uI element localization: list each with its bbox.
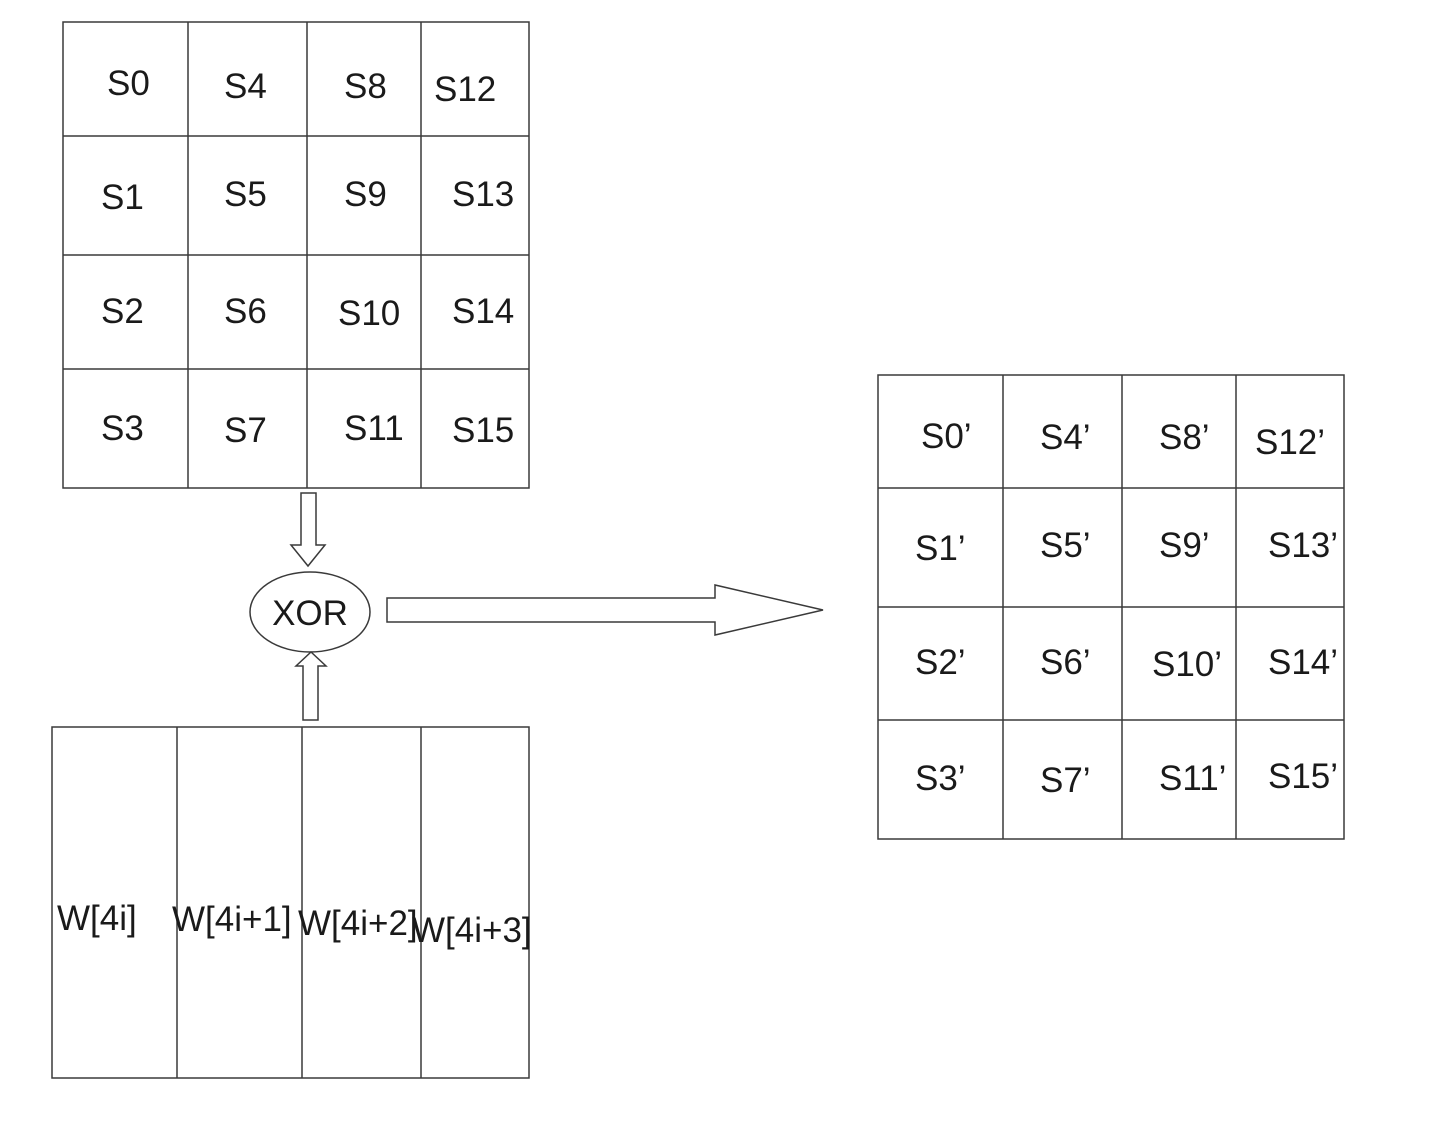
input-state-cell: S10 <box>338 294 400 333</box>
output-state-cell: S5’ <box>1040 526 1091 565</box>
input-state-cell: S6 <box>224 292 267 331</box>
output-state-cell: S14’ <box>1268 643 1338 682</box>
round-key-border <box>51 726 530 1079</box>
up-arrow-icon <box>294 650 328 721</box>
output-state-cell: S4’ <box>1040 418 1091 457</box>
output-state-cell: S15’ <box>1268 757 1338 796</box>
input-state-cell: S1 <box>101 178 144 217</box>
input-state-cell: S15 <box>452 411 514 450</box>
input-state-cell: S14 <box>452 292 514 331</box>
input-state-cell: S0 <box>107 64 150 103</box>
round-key-words: W[4i] W[4i+1] W[4i+2] W[4i+3] <box>51 726 532 1079</box>
down-arrow-icon <box>289 492 327 568</box>
input-state-cell: S7 <box>224 411 267 450</box>
round-key-word: W[4i] <box>57 899 137 938</box>
input-state-cell: S11 <box>344 409 404 448</box>
output-state-cell: S0’ <box>921 417 972 456</box>
input-state-matrix: S0 S4 S8 S12 S1 S5 S9 S13 S2 S6 S10 S14 … <box>62 21 530 489</box>
xor-node: XOR <box>249 571 371 653</box>
input-state-cell: S4 <box>224 67 267 106</box>
xor-label: XOR <box>272 594 348 633</box>
output-state-cell: S3’ <box>915 759 966 798</box>
output-state-cell: S8’ <box>1159 418 1210 457</box>
output-state-cell: S11’ <box>1159 759 1226 798</box>
round-key-word: W[4i+3] <box>412 911 532 950</box>
input-state-cell: S3 <box>101 409 144 448</box>
input-state-cell: S2 <box>101 292 144 331</box>
input-state-cell: S5 <box>224 175 267 214</box>
output-state-cell: S6’ <box>1040 643 1091 682</box>
round-key-word: W[4i+1] <box>172 900 292 939</box>
input-state-cell: S13 <box>452 175 514 214</box>
output-state-cell: S12’ <box>1255 423 1325 462</box>
output-state-cell: S10’ <box>1152 645 1222 684</box>
output-state-cell: S9’ <box>1159 526 1210 565</box>
output-state-cell: S1’ <box>915 529 966 568</box>
input-state-cell: S9 <box>344 175 387 214</box>
round-key-word: W[4i+2] <box>298 904 418 943</box>
output-state-cell: S13’ <box>1268 526 1338 565</box>
input-state-cell: S12 <box>434 70 496 109</box>
output-state-matrix: S0’ S4’ S8’ S12’ S1’ S5’ S9’ S13’ S2’ S6… <box>877 374 1345 840</box>
right-arrow-icon <box>386 584 824 636</box>
output-state-cell: S2’ <box>915 643 966 682</box>
input-state-cell: S8 <box>344 67 387 106</box>
output-state-cell: S7’ <box>1040 761 1091 800</box>
